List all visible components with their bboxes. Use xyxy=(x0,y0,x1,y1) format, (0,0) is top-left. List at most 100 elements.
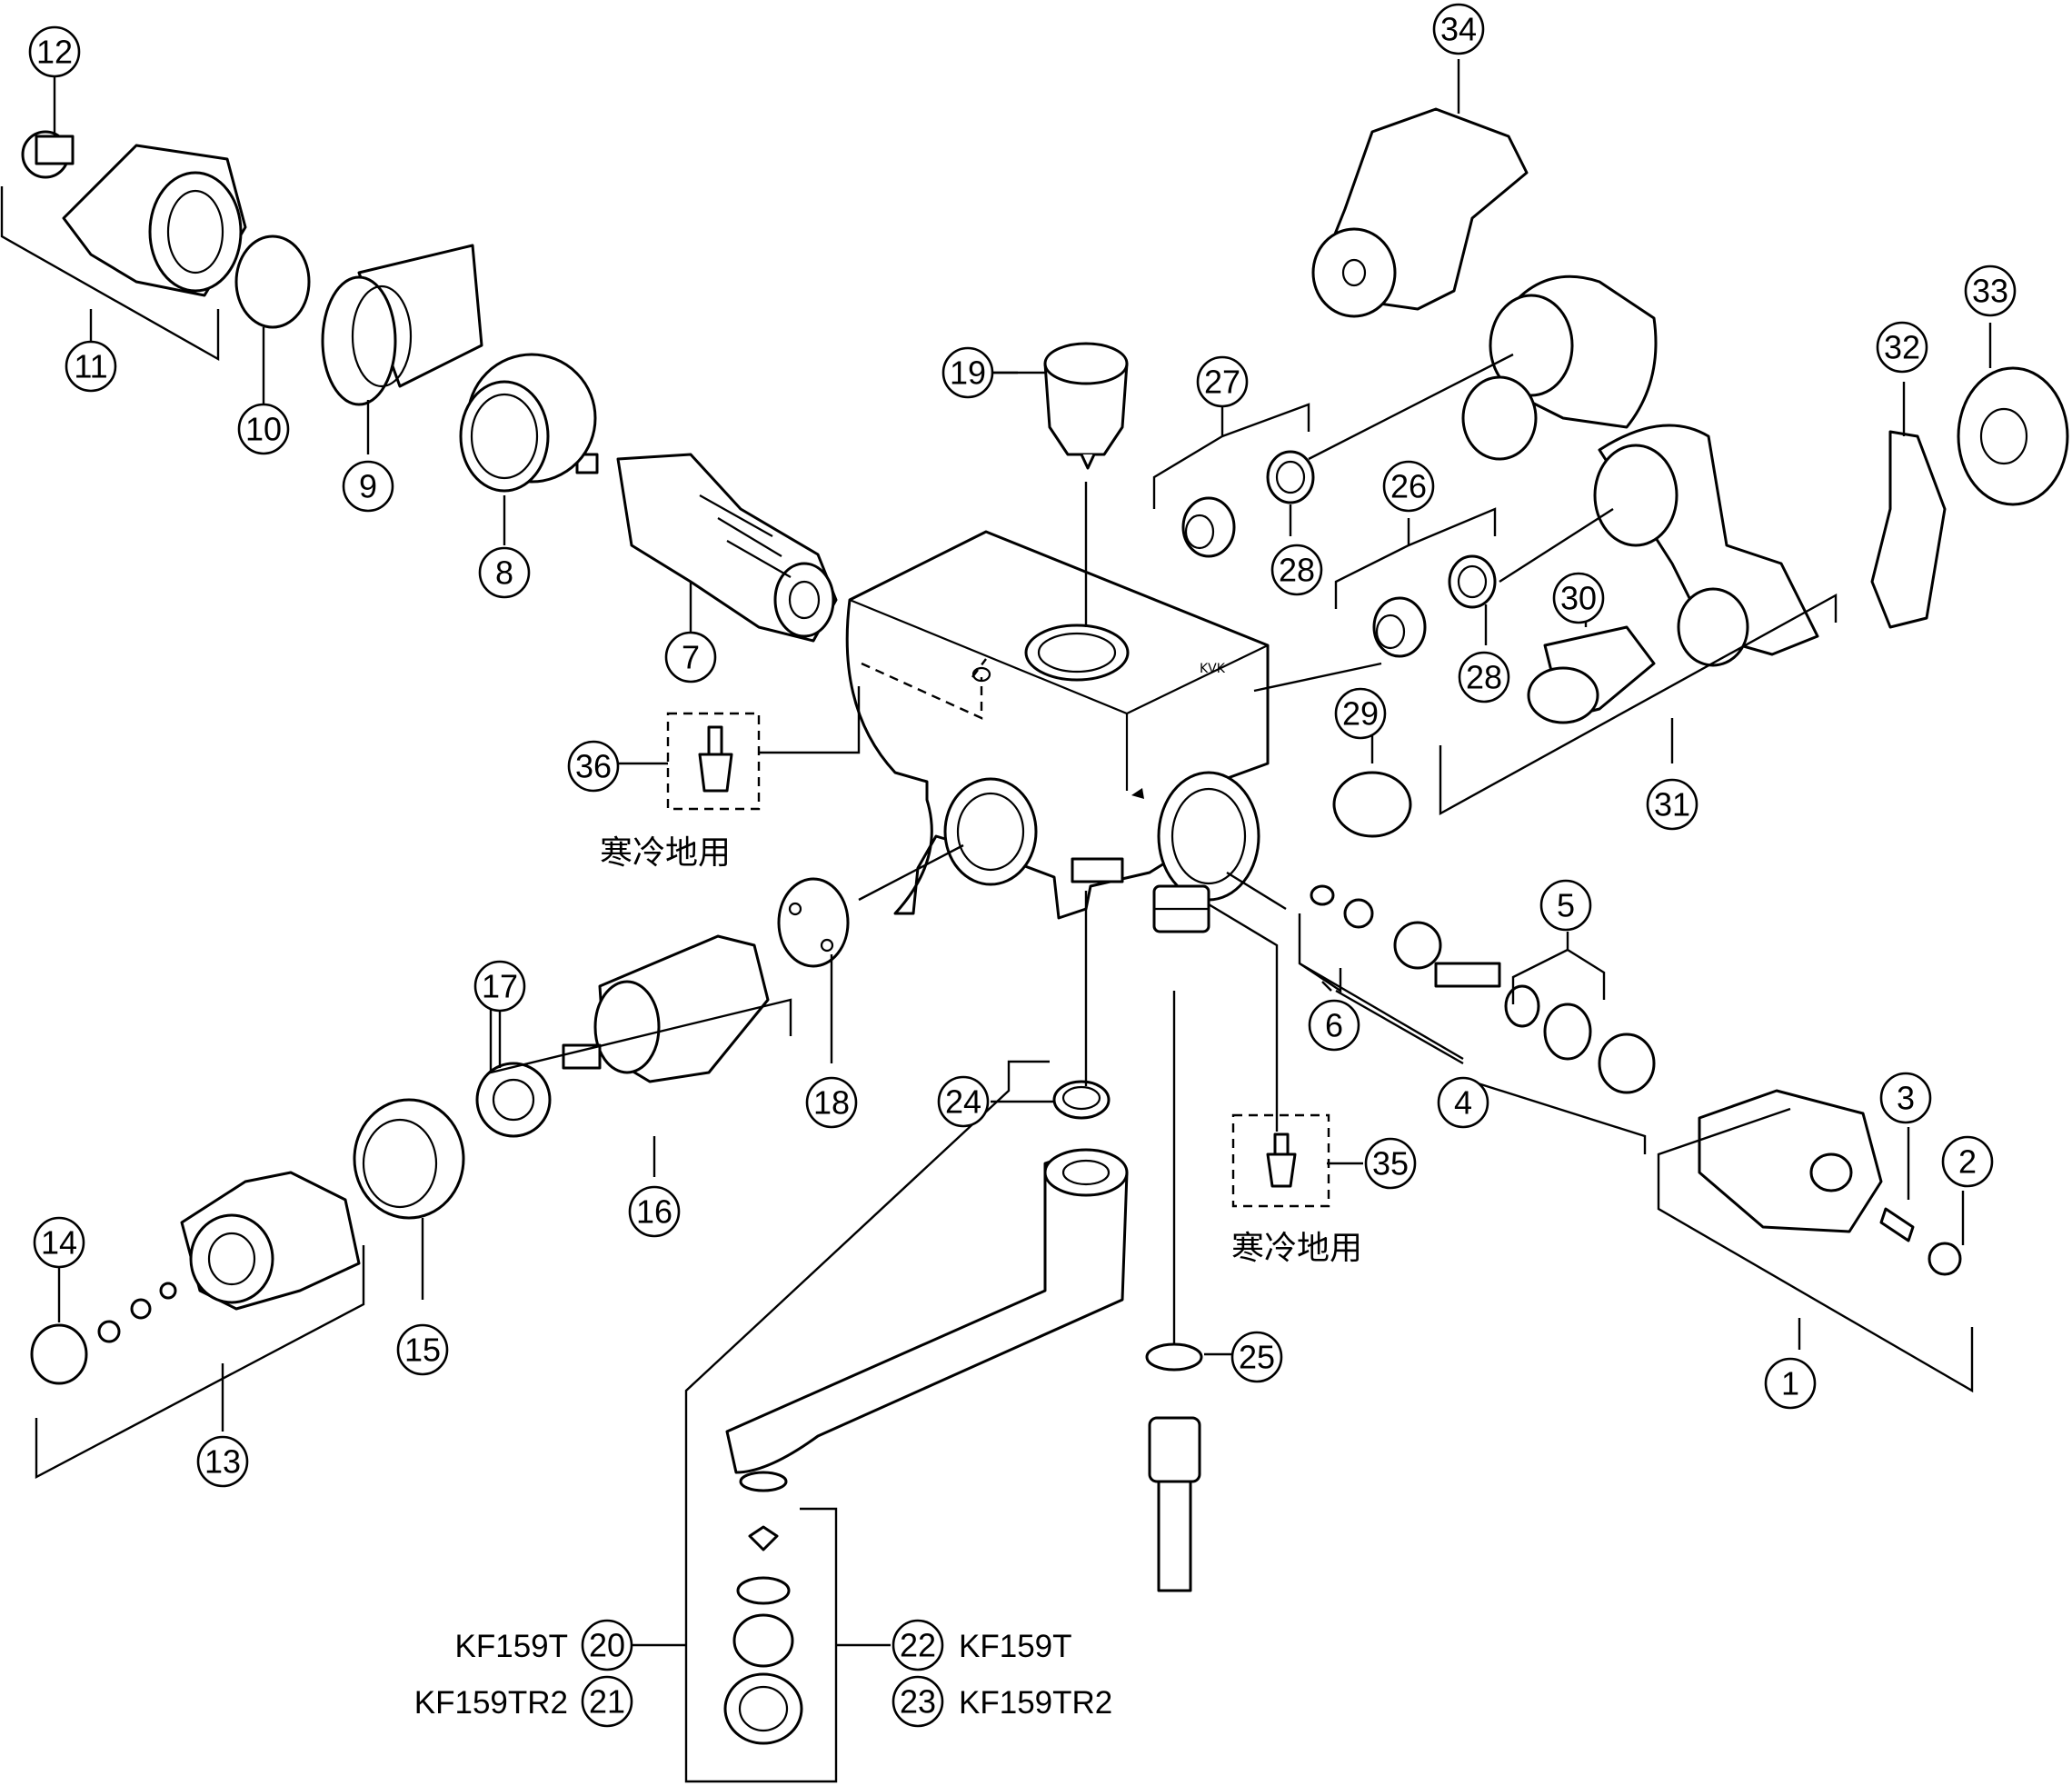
part-28-washer-lower xyxy=(1448,554,1497,609)
callout-17: 17 xyxy=(473,960,526,1013)
svg-text:31: 31 xyxy=(1654,786,1690,823)
shower-hose-fitting xyxy=(1148,1416,1201,1592)
callout-1: 1 xyxy=(1764,1357,1817,1410)
callout-35: 35 xyxy=(1364,1137,1417,1190)
part-9-scale-ring xyxy=(321,244,483,406)
callout-5: 5 xyxy=(1539,879,1592,932)
callout-13: 13 xyxy=(196,1435,249,1488)
svg-text:3: 3 xyxy=(1897,1080,1915,1117)
callout-3: 3 xyxy=(1879,1072,1932,1124)
spout xyxy=(725,1148,1129,1492)
svg-text:13: 13 xyxy=(204,1443,241,1481)
model-label-21: KF159TR2 xyxy=(414,1685,568,1721)
callout-27: 27 xyxy=(1196,355,1249,408)
svg-text:21: 21 xyxy=(589,1683,625,1721)
svg-text:34: 34 xyxy=(1440,11,1477,48)
callout-30: 30 xyxy=(1552,572,1605,624)
callout-29: 29 xyxy=(1334,687,1387,740)
callout-22: 22 xyxy=(892,1619,944,1671)
svg-text:7: 7 xyxy=(682,639,700,676)
callout-16: 16 xyxy=(628,1185,681,1238)
svg-text:17: 17 xyxy=(482,968,518,1005)
callout-31: 31 xyxy=(1646,778,1698,831)
svg-text:35: 35 xyxy=(1372,1145,1409,1182)
callout-34: 34 xyxy=(1432,3,1485,55)
callout-4: 4 xyxy=(1437,1076,1489,1129)
part-35-cold-region-box xyxy=(1231,1113,1330,1208)
svg-text:19: 19 xyxy=(950,354,986,392)
part-11-temperature-handle xyxy=(62,144,247,297)
svg-text:5: 5 xyxy=(1557,887,1575,924)
callout-33: 33 xyxy=(1964,264,2017,317)
svg-text:18: 18 xyxy=(813,1084,850,1122)
part-14-cap xyxy=(30,1323,88,1385)
svg-text:8: 8 xyxy=(495,554,513,592)
part-13-switch-handle xyxy=(97,1171,361,1343)
part-30-strainer xyxy=(1527,625,1656,724)
svg-text:23: 23 xyxy=(900,1683,936,1721)
callout-2: 2 xyxy=(1941,1135,1994,1188)
body-brand-marking: KVK xyxy=(1200,662,1226,676)
svg-text:28: 28 xyxy=(1279,552,1315,589)
svg-text:22: 22 xyxy=(900,1627,936,1664)
part-12-handle-cap xyxy=(21,130,75,179)
svg-text:33: 33 xyxy=(1972,273,2008,310)
model-label-22: KF159T xyxy=(959,1629,1072,1664)
parts-20-23-aerator-stack xyxy=(723,1525,803,1745)
part-4-spindle xyxy=(1393,921,1501,988)
valve-body: KVK xyxy=(845,530,1270,933)
svg-text:9: 9 xyxy=(359,468,377,505)
callout-28-lower: 28 xyxy=(1458,651,1510,703)
svg-text:2: 2 xyxy=(1958,1143,1977,1181)
part-10-o-ring xyxy=(234,234,311,329)
svg-text:12: 12 xyxy=(36,34,73,71)
part-36-cold-region-box xyxy=(666,712,761,811)
svg-text:25: 25 xyxy=(1239,1339,1275,1376)
svg-text:24: 24 xyxy=(945,1083,981,1121)
callout-12: 12 xyxy=(28,25,81,78)
callout-20: 20 xyxy=(581,1619,633,1671)
model-label-23: KF159TR2 xyxy=(959,1685,1112,1721)
part-15-ring-nut xyxy=(353,1098,465,1220)
part-33-escutcheon xyxy=(1957,366,2069,506)
callout-18: 18 xyxy=(805,1076,858,1129)
svg-text:26: 26 xyxy=(1390,468,1427,505)
svg-text:27: 27 xyxy=(1204,364,1240,401)
part-29-cap xyxy=(1332,771,1412,838)
part-28-washer-upper xyxy=(1266,450,1315,504)
leader-lines xyxy=(0,59,1992,1783)
svg-text:1: 1 xyxy=(1781,1365,1799,1402)
part-7-thermostat-cartridge xyxy=(575,453,838,643)
part-31-eccentric-leg-lower xyxy=(1593,424,1819,667)
part-17-stop-ring xyxy=(475,1062,552,1138)
part-27-check-valve-upper xyxy=(1181,496,1236,558)
part-19-top-plug xyxy=(1043,342,1129,470)
svg-text:28: 28 xyxy=(1466,659,1502,696)
part-34-shower-hook xyxy=(1311,107,1529,318)
svg-text:10: 10 xyxy=(245,411,282,448)
svg-text:20: 20 xyxy=(589,1627,625,1664)
callout-32: 32 xyxy=(1876,321,1928,374)
part-32-hook-bracket xyxy=(1870,430,1947,629)
svg-text:14: 14 xyxy=(41,1224,77,1262)
part-36-drain-valve xyxy=(698,725,733,793)
callout-21: 21 xyxy=(581,1675,633,1728)
svg-text:29: 29 xyxy=(1342,695,1379,733)
callout-6: 6 xyxy=(1308,999,1360,1052)
part-24-packing xyxy=(1052,1080,1111,1120)
callout-14: 14 xyxy=(33,1216,85,1269)
part-8-ring-nut xyxy=(459,353,597,493)
callout-8: 8 xyxy=(478,546,531,599)
callout-10: 10 xyxy=(237,403,290,455)
callout-15: 15 xyxy=(396,1323,449,1376)
svg-text:36: 36 xyxy=(575,748,612,785)
callout-26: 26 xyxy=(1382,460,1435,513)
svg-text:15: 15 xyxy=(404,1332,441,1369)
svg-text:32: 32 xyxy=(1884,329,1920,366)
part-16-switch-cartridge xyxy=(562,934,770,1083)
svg-text:16: 16 xyxy=(636,1193,672,1231)
part-2-cap xyxy=(1928,1242,1962,1276)
callout-36: 36 xyxy=(567,740,620,793)
callout-23: 23 xyxy=(892,1675,944,1728)
